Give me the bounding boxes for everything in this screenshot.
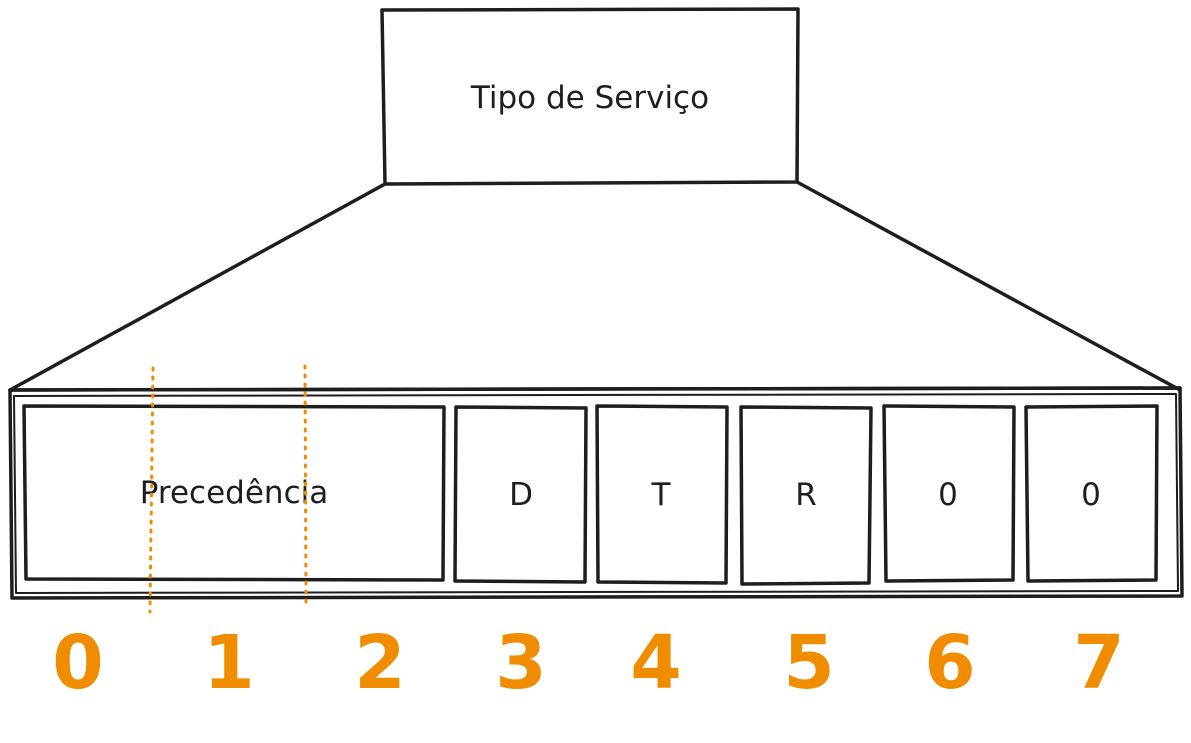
field-box-d — [453, 405, 588, 584]
bit-number-7: 7 — [1073, 620, 1125, 706]
field-label-reserved-6: 0 — [938, 477, 958, 513]
bit-number-1: 1 — [203, 620, 255, 706]
field-label-t: T — [651, 477, 672, 513]
expansion-left-line — [8, 182, 387, 392]
bit-number-5: 5 — [783, 620, 835, 706]
bit-number-2: 2 — [354, 620, 406, 706]
field-box-reserved-7 — [1024, 404, 1159, 583]
field-row-frame-inner — [13, 393, 1179, 594]
bit-number-6: 6 — [924, 620, 976, 706]
field-label-d: D — [509, 477, 533, 513]
field-box-t — [595, 404, 729, 585]
field-box-r — [739, 405, 873, 586]
field-label-reserved-7: 0 — [1081, 477, 1101, 513]
field-row-frame — [8, 386, 1184, 600]
header-label: Tipo de Serviço — [470, 80, 709, 116]
bit-divider-1-2 — [303, 364, 308, 604]
field-label-precedencia: Precedência — [140, 475, 328, 511]
field-box-precedencia — [22, 404, 446, 582]
field-label-r: R — [795, 477, 817, 513]
bit-number-3: 3 — [495, 620, 547, 706]
bit-number-4: 4 — [630, 620, 682, 706]
bit-number-0: 0 — [52, 620, 104, 706]
expansion-right-line — [795, 180, 1182, 392]
field-box-reserved-6 — [882, 404, 1016, 583]
